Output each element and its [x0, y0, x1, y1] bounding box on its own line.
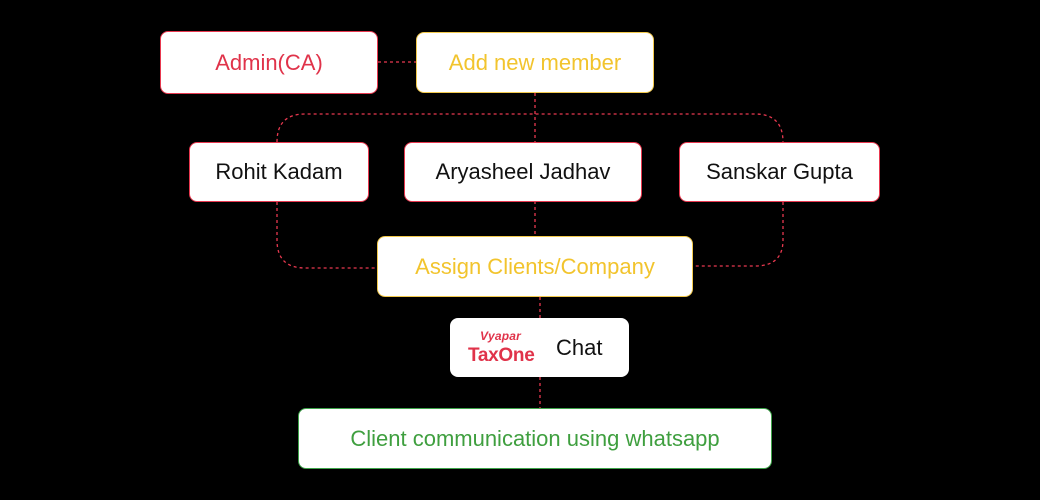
connector-branch-bus [276, 113, 784, 143]
logo-top-text: Vyapar [480, 328, 522, 343]
member-node-rohit: Rohit Kadam [189, 142, 369, 202]
whatsapp-communication-label: Client communication using whatsapp [350, 425, 720, 451]
assign-clients-label: Assign Clients/Company [415, 253, 655, 279]
member-name: Aryasheel Jadhav [435, 159, 611, 184]
add-member-node: Add new member [416, 32, 654, 93]
add-member-label: Add new member [448, 49, 622, 75]
connector-sanskar-assign [693, 202, 784, 267]
connector-rohit-assign [276, 202, 377, 269]
admin-label: Admin(CA) [215, 49, 323, 75]
vyapar-taxone-logo: Vyapar TaxOne [466, 325, 548, 371]
admin-node: Admin(CA) [160, 31, 378, 94]
member-node-sanskar: Sanskar Gupta [679, 142, 880, 202]
member-name: Rohit Kadam [215, 159, 343, 184]
assign-clients-node: Assign Clients/Company [377, 236, 693, 297]
whatsapp-communication-node: Client communication using whatsapp [298, 408, 772, 469]
member-node-aryasheel: Aryasheel Jadhav [404, 142, 642, 202]
member-name: Sanskar Gupta [706, 159, 853, 184]
logo-bottom-text: TaxOne [468, 344, 535, 366]
chat-label: Chat [556, 334, 603, 360]
chat-node: Vyapar TaxOne Chat [450, 318, 629, 377]
